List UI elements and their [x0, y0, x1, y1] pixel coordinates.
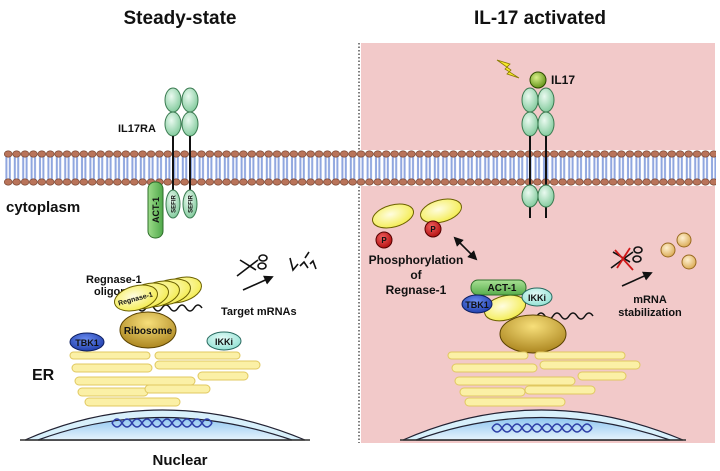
act1-protein	[147, 181, 164, 239]
tbk1-label: TBK1	[465, 300, 489, 310]
il17ra-label: IL17RA	[118, 123, 156, 135]
regnase-1-oligomer	[114, 276, 202, 312]
mrna-stabilization-label: mRNA	[633, 294, 667, 306]
phosphate-marker	[424, 220, 442, 238]
endoplasmic-reticulum	[447, 351, 641, 407]
activated-panel-background	[361, 43, 715, 443]
ikki-label: IKKi	[215, 337, 233, 347]
ribosome-label: Ribosome	[124, 326, 173, 337]
cleaved-mrna-fragments	[289, 251, 317, 272]
sefir-domain	[182, 189, 198, 219]
phosphate-marker	[375, 231, 393, 249]
cell-membrane	[4, 150, 716, 186]
blocked-scissors-icon	[610, 246, 643, 271]
tbk1-protein	[461, 294, 493, 314]
phosphate-label: P	[381, 236, 387, 245]
act1-label: ACT-1	[488, 283, 517, 294]
phosphorylation-label: Regnase-1	[386, 283, 447, 297]
il17-ligand	[529, 71, 547, 89]
il17ra-receptor-activated	[521, 87, 555, 218]
cytoplasm-label: cytoplasm	[6, 199, 80, 216]
dna-helix-icon	[111, 418, 213, 428]
target-mrnas-label: Target mRNAs	[221, 306, 297, 318]
stabilized-mrna-dots	[660, 232, 697, 270]
tbk1-label: TBK1	[75, 338, 99, 348]
phospho-regnase-1	[372, 203, 414, 229]
activated-title: IL-17 activated	[474, 8, 606, 29]
phosphorylation-label: Phosphorylation	[369, 253, 464, 267]
phosphate-label: P	[430, 225, 436, 234]
il17ra-receptor	[164, 87, 199, 218]
ikki-protein	[521, 287, 553, 307]
endoplasmic-reticulum	[69, 351, 261, 407]
sefir-label: SEFIR	[172, 195, 178, 213]
ikki-protein	[206, 331, 242, 351]
oligomer-label: Regnase-1	[86, 274, 142, 286]
stabilization-arrow	[621, 271, 653, 287]
mrna-stabilization-label: stabilization	[618, 307, 682, 319]
nucleus	[20, 409, 310, 441]
tbk1-protein	[69, 332, 105, 352]
phospho-regnase-1	[420, 198, 462, 224]
steady-state-title: Steady-state	[124, 8, 237, 29]
sefir-label: SEFIR	[189, 195, 195, 213]
ikki-label: IKKi	[528, 293, 546, 303]
nuclear-label: Nuclear	[152, 452, 207, 469]
phosphorylation-label: of	[410, 268, 422, 282]
lightning-bolt-icon	[496, 59, 520, 79]
ribosome	[119, 311, 177, 349]
ribosome	[499, 314, 567, 354]
dna-helix-icon	[491, 423, 593, 433]
scissors-icon	[236, 254, 268, 277]
act1-protein-activated	[470, 279, 527, 296]
act1-label: ACT-1	[151, 197, 161, 223]
er-label: ER	[32, 367, 55, 384]
cleavage-arrow	[242, 275, 274, 291]
sefir-domain	[165, 189, 181, 219]
il17-label: IL17	[551, 73, 575, 87]
equilibrium-arrow	[453, 236, 478, 261]
